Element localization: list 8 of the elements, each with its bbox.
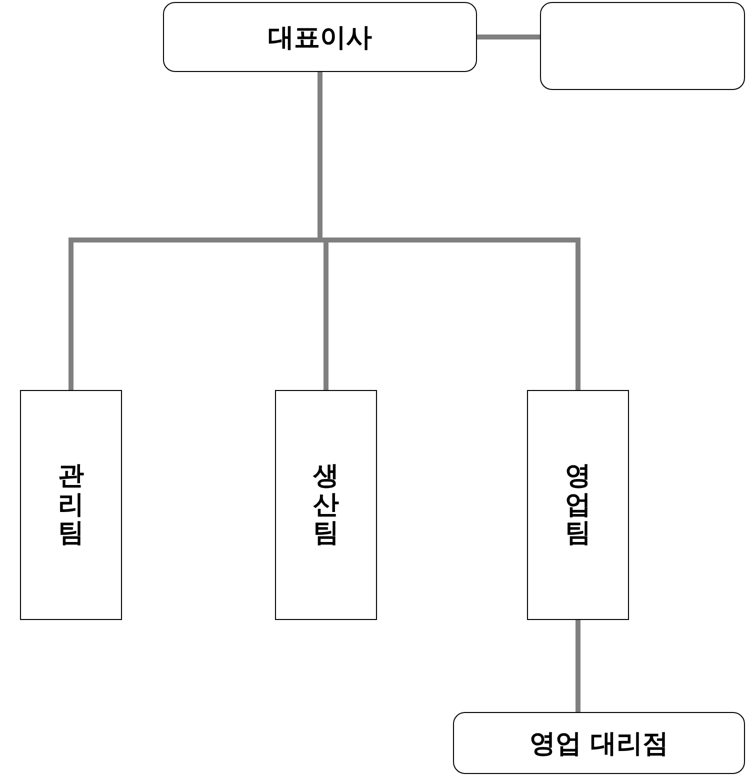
team-box: 영업팀 [527, 390, 629, 620]
connector-line [576, 620, 580, 712]
team-box: 관리팀 [20, 390, 122, 620]
box-shape [540, 2, 745, 90]
org-box: 영업 대리점 [453, 712, 745, 774]
team-box: 생산팀 [275, 390, 377, 620]
connector-line [477, 34, 540, 40]
org-box: 대표이사 [163, 2, 477, 72]
